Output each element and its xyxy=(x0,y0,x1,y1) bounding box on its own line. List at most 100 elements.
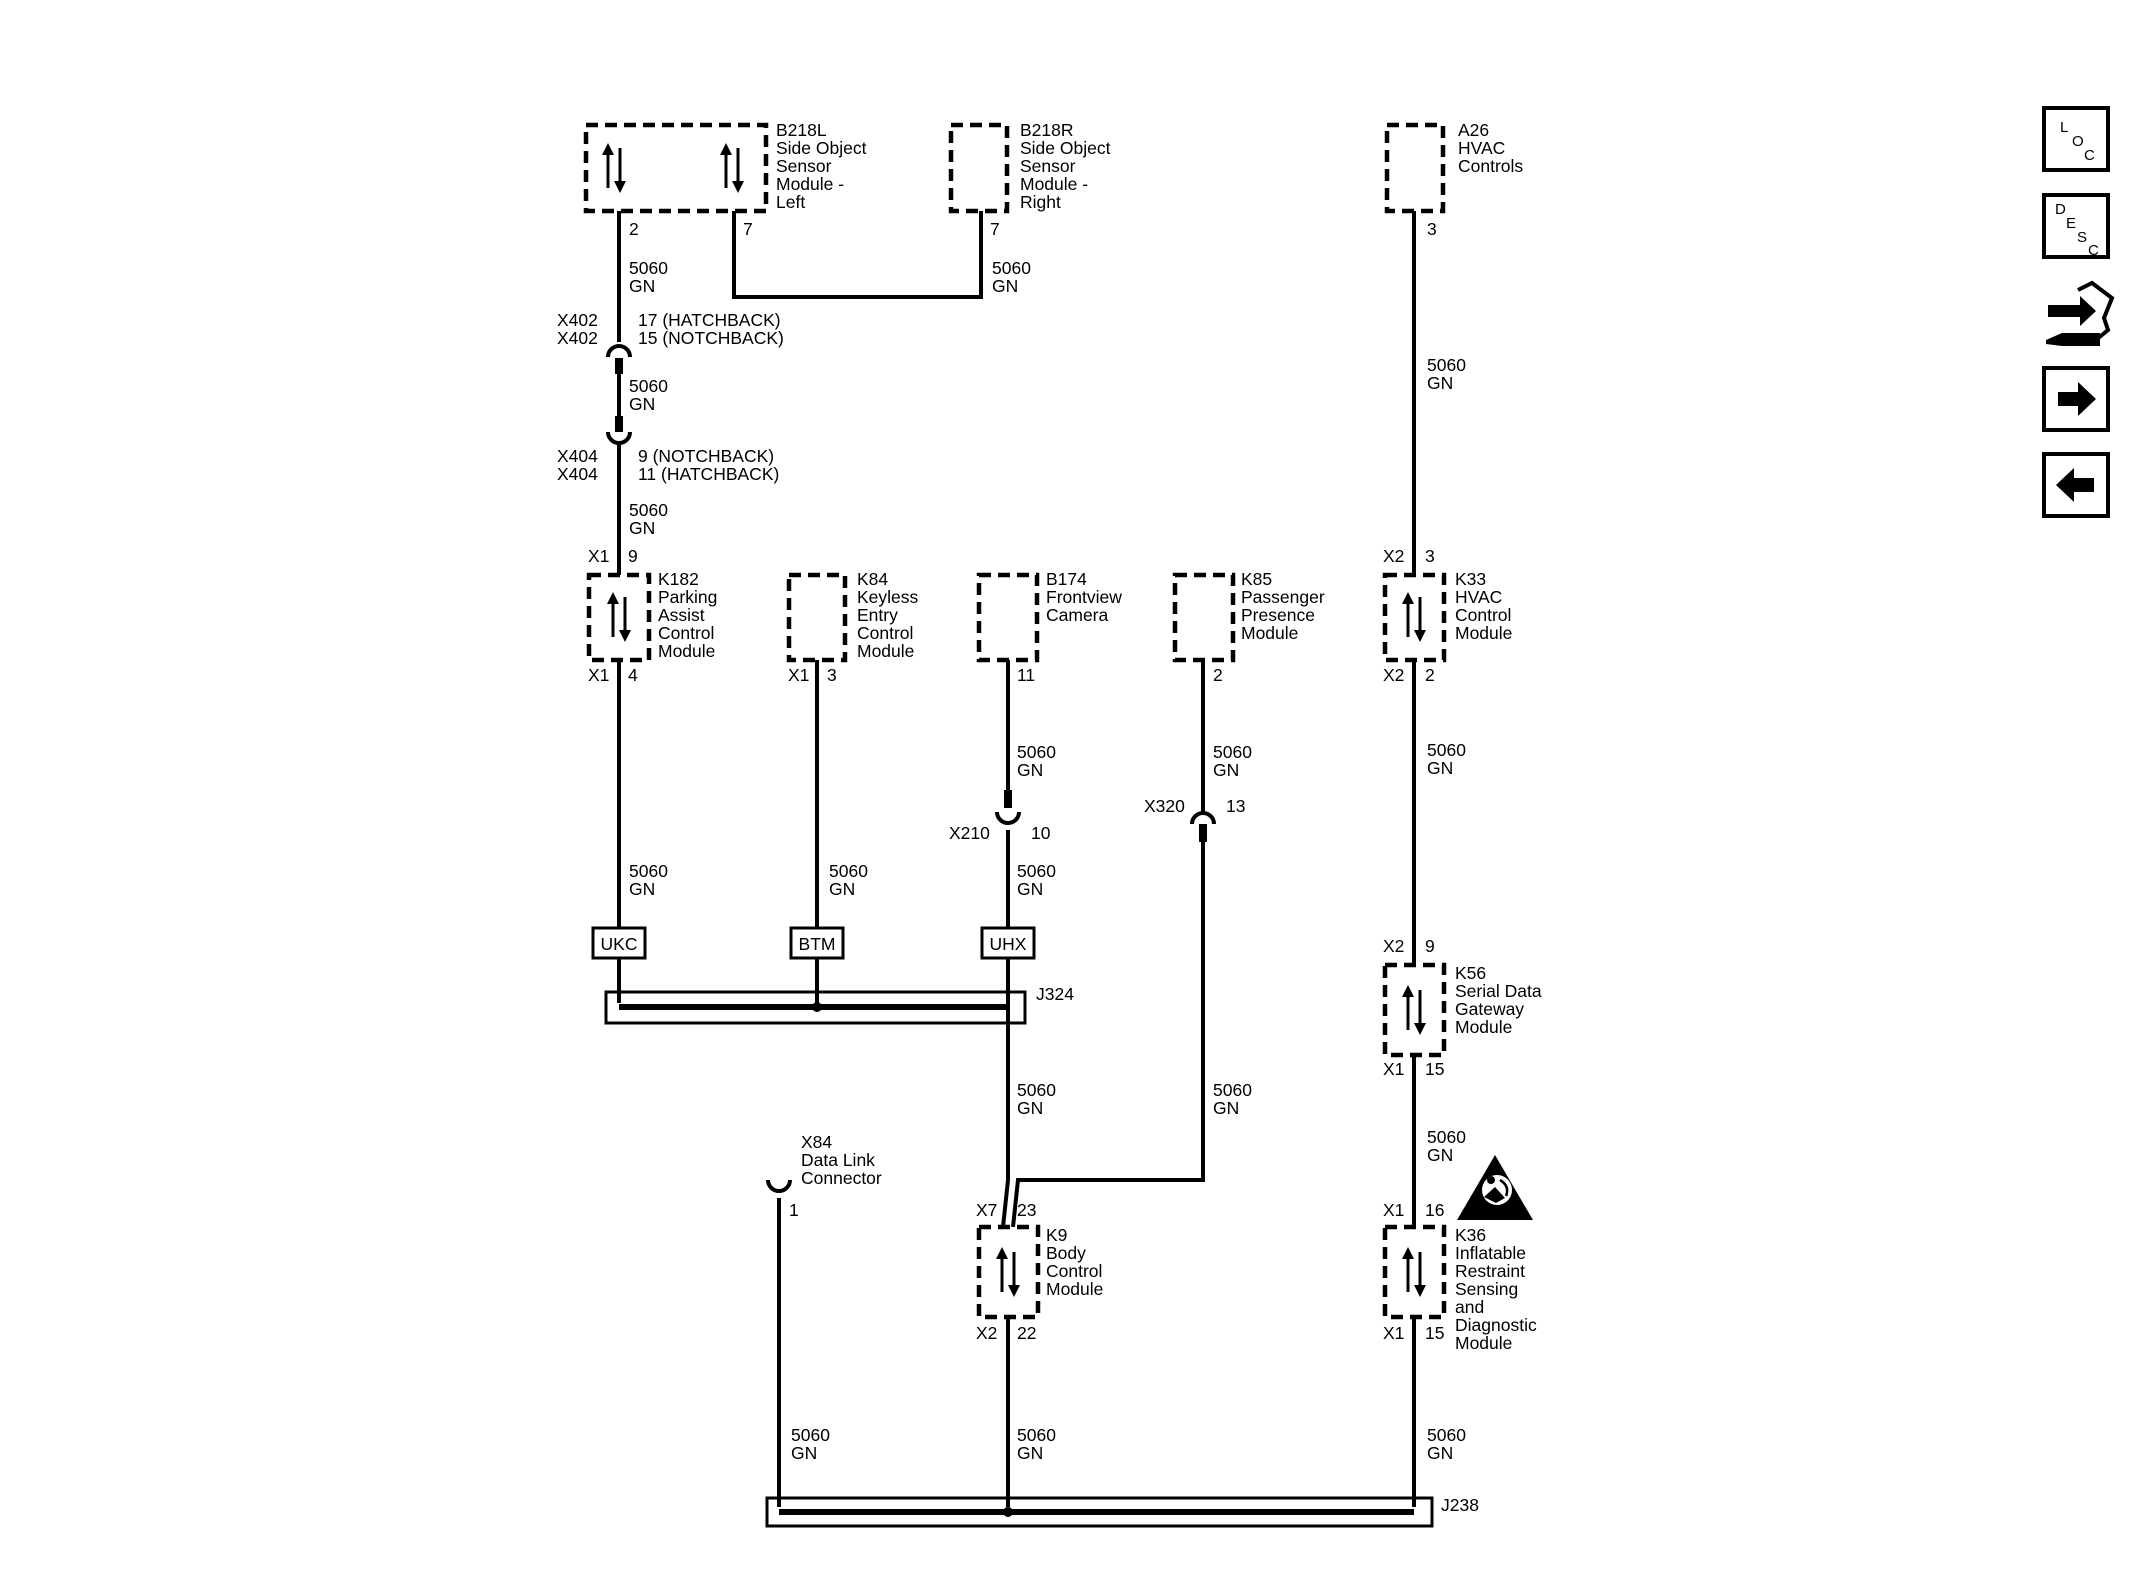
label-b218r: B218R Side Object Sensor Module - Right … xyxy=(990,120,1111,239)
svg-text:X84: X84 xyxy=(801,1132,832,1152)
svg-text:10: 10 xyxy=(1031,823,1051,843)
svg-text:X402: X402 xyxy=(557,328,598,348)
component-k56 xyxy=(1382,962,1447,1058)
svg-text:Gateway: Gateway xyxy=(1455,999,1524,1019)
dlc-x84-connector xyxy=(766,1179,792,1193)
svg-text:X1: X1 xyxy=(1383,1059,1404,1079)
label-x402: X402 X402 17 (HATCHBACK) 15 (NOTCHBACK) xyxy=(557,310,784,348)
svg-text:HVAC: HVAC xyxy=(1458,138,1505,158)
svg-text:11 (HATCHBACK): 11 (HATCHBACK) xyxy=(638,464,779,484)
bidirectional-arrow-icon xyxy=(1402,985,1426,1035)
label-k33: X2 3 K33 HVAC Control Module X2 2 xyxy=(1383,546,1512,685)
svg-text:HVAC: HVAC xyxy=(1455,587,1502,607)
svg-text:Module -: Module - xyxy=(776,174,844,194)
connector-repair-icon[interactable] xyxy=(2046,280,2115,346)
next-page-button[interactable] xyxy=(2042,366,2110,432)
svg-text:9: 9 xyxy=(1425,936,1435,956)
label-k84: K84 Keyless Entry Control Module X1 3 xyxy=(788,569,919,685)
svg-text:GN: GN xyxy=(1017,1098,1043,1118)
svg-text:Body: Body xyxy=(1046,1243,1086,1263)
component-b218r xyxy=(948,122,1010,214)
svg-text:GN: GN xyxy=(1213,760,1239,780)
component-k36 xyxy=(1382,1224,1447,1320)
svg-text:1: 1 xyxy=(789,1200,799,1220)
svg-text:5060: 5060 xyxy=(1017,742,1056,762)
svg-text:UHX: UHX xyxy=(990,934,1027,954)
svg-text:GN: GN xyxy=(629,518,655,538)
svg-text:3: 3 xyxy=(827,665,837,685)
svg-text:Control: Control xyxy=(857,623,913,643)
svg-text:X7: X7 xyxy=(976,1200,997,1220)
label-a26: A26 HVAC Controls 3 xyxy=(1427,120,1523,239)
svg-text:GN: GN xyxy=(629,394,655,414)
svg-text:X1: X1 xyxy=(1383,1323,1404,1343)
svg-text:5060: 5060 xyxy=(1017,1080,1056,1100)
component-b174 xyxy=(976,572,1040,663)
svg-text:Restraint: Restraint xyxy=(1455,1261,1525,1281)
svg-text:17 (HATCHBACK): 17 (HATCHBACK) xyxy=(638,310,781,330)
svg-text:Frontview: Frontview xyxy=(1046,587,1122,607)
svg-text:X2: X2 xyxy=(1383,936,1404,956)
label-b218l: B218L Side Object Sensor Module - Left 2… xyxy=(629,120,867,239)
svg-text:5060: 5060 xyxy=(1017,1425,1056,1445)
svg-text:5060: 5060 xyxy=(1213,1080,1252,1100)
svg-text:X2: X2 xyxy=(1383,546,1404,566)
svg-text:5060: 5060 xyxy=(629,861,668,881)
desc-button[interactable]: D E S C xyxy=(2042,193,2110,259)
wires xyxy=(617,211,1416,1507)
svg-text:B174: B174 xyxy=(1046,569,1087,589)
svg-text:GN: GN xyxy=(1427,373,1453,393)
svg-text:5060: 5060 xyxy=(1427,1425,1466,1445)
svg-text:X2: X2 xyxy=(976,1323,997,1343)
svg-text:E: E xyxy=(2066,215,2076,232)
inline-connector-x404 xyxy=(606,416,632,445)
svg-text:Sensor: Sensor xyxy=(776,156,832,176)
loc-button[interactable]: L O C xyxy=(2042,106,2110,172)
svg-text:X402: X402 xyxy=(557,310,598,330)
svg-text:Diagnostic: Diagnostic xyxy=(1455,1315,1537,1335)
svg-text:J324: J324 xyxy=(1036,984,1074,1004)
svg-text:B218L: B218L xyxy=(776,120,827,140)
airbag-warning-icon xyxy=(1457,1155,1533,1220)
splice-tag-btm: BTM xyxy=(789,926,845,1003)
svg-text:Module: Module xyxy=(1455,623,1512,643)
svg-text:9 (NOTCHBACK): 9 (NOTCHBACK) xyxy=(638,446,774,466)
label-x210: X210 10 xyxy=(949,823,1051,843)
svg-text:J238: J238 xyxy=(1441,1495,1479,1515)
svg-text:2: 2 xyxy=(1425,665,1435,685)
svg-text:Control: Control xyxy=(658,623,714,643)
svg-text:GN: GN xyxy=(1017,879,1043,899)
svg-text:Module: Module xyxy=(857,641,914,661)
component-a26 xyxy=(1384,122,1446,214)
svg-text:C: C xyxy=(2088,242,2099,259)
svg-text:GN: GN xyxy=(1017,760,1043,780)
svg-text:Sensor: Sensor xyxy=(1020,156,1076,176)
inline-connector-x210 xyxy=(995,811,1021,825)
svg-text:5060: 5060 xyxy=(629,376,668,396)
svg-text:11: 11 xyxy=(1017,665,1035,685)
label-x404: X404 X404 9 (NOTCHBACK) 11 (HATCHBACK) xyxy=(557,446,779,484)
svg-text:5060: 5060 xyxy=(1427,355,1466,375)
bidirectional-arrow-icon xyxy=(996,1247,1020,1297)
svg-text:BTM: BTM xyxy=(799,934,836,954)
svg-text:5060: 5060 xyxy=(629,258,668,278)
svg-text:15 (NOTCHBACK): 15 (NOTCHBACK) xyxy=(638,328,784,348)
svg-text:K9: K9 xyxy=(1046,1225,1067,1245)
svg-text:Control: Control xyxy=(1046,1261,1102,1281)
previous-page-button[interactable] xyxy=(2042,452,2110,518)
component-k85 xyxy=(1172,572,1236,663)
svg-text:Serial Data: Serial Data xyxy=(1455,981,1542,1001)
svg-text:22: 22 xyxy=(1017,1323,1036,1343)
svg-text:Passenger: Passenger xyxy=(1241,587,1325,607)
label-x84: X84 Data Link Connector 1 xyxy=(789,1132,882,1220)
svg-text:Presence: Presence xyxy=(1241,605,1315,625)
splice-pack-j324: J324 xyxy=(604,984,1074,1025)
svg-text:K36: K36 xyxy=(1455,1225,1486,1245)
bidirectional-arrow-icon xyxy=(1402,592,1426,642)
svg-text:GN: GN xyxy=(791,1443,817,1463)
svg-text:X404: X404 xyxy=(557,446,598,466)
svg-text:GN: GN xyxy=(1427,758,1453,778)
svg-text:Module: Module xyxy=(1455,1017,1512,1037)
